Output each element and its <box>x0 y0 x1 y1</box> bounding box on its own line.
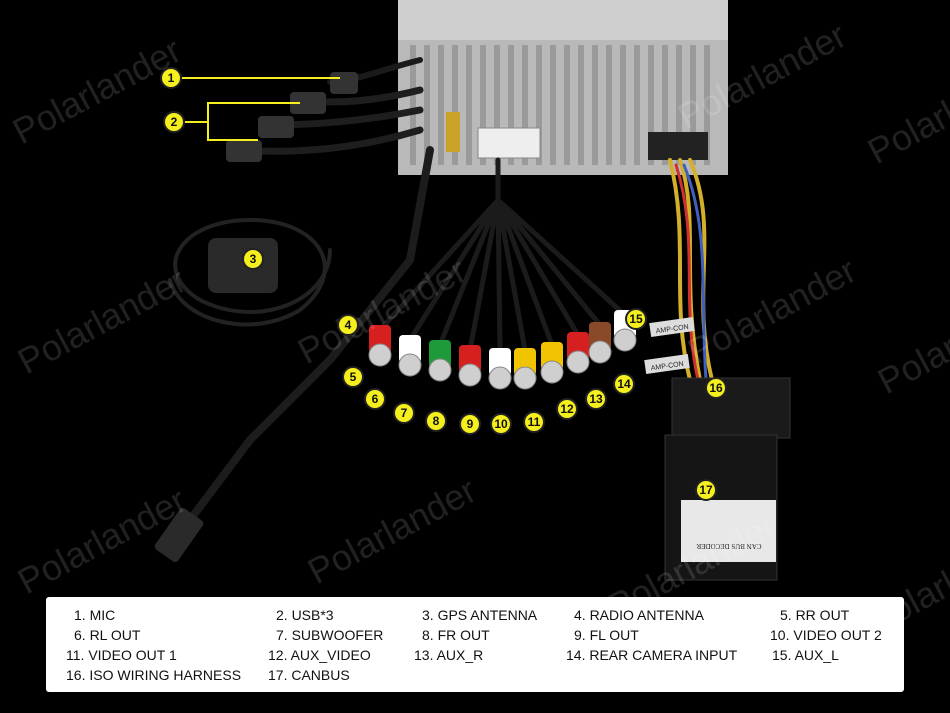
callout-11: 11 <box>523 411 545 433</box>
usb-plug-2 <box>258 116 294 138</box>
rca-plug <box>566 332 590 374</box>
legend-item-8: 8. FR OUT <box>422 627 490 643</box>
legend-item-12: 12. AUX_VIDEO <box>268 647 371 663</box>
callout-7: 7 <box>393 402 415 424</box>
iso-connector <box>671 377 791 439</box>
amp-con-tag-2: AMP-CON <box>644 354 690 374</box>
product-photo: CAN BUS DECODER AMP-CON AMP-CON <box>154 0 791 581</box>
decoder-label: CAN BUS DECODER <box>696 542 761 550</box>
rca-plug <box>540 342 564 384</box>
callout-5: 5 <box>342 366 364 388</box>
rca-plug <box>458 345 482 387</box>
callout-3: 3 <box>242 248 264 270</box>
head-unit-chassis <box>398 0 728 175</box>
legend-item-2: 2. USB*3 <box>276 607 334 623</box>
legend-item-16: 16. ISO WIRING HARNESS <box>66 667 242 683</box>
gps-antenna-puck <box>208 238 278 293</box>
callout-13: 13 <box>585 388 607 410</box>
rca-plug <box>613 310 637 352</box>
rca-connectors <box>368 310 637 390</box>
callout-17: 17 <box>695 479 717 501</box>
callout-15: 15 <box>625 308 647 330</box>
callout-4: 4 <box>337 314 359 336</box>
legend-item-17: 17. CANBUS <box>268 667 350 683</box>
callout-14: 14 <box>613 373 635 395</box>
legend-item-5: 5. RR OUT <box>780 607 850 623</box>
svg-text:AMP-CON: AMP-CON <box>650 361 684 373</box>
callout-12: 12 <box>556 398 578 420</box>
legend-item-10: 10. VIDEO OUT 2 <box>770 627 882 643</box>
legend-item-3: 3. GPS ANTENNA <box>422 607 538 623</box>
callout-9: 9 <box>459 413 481 435</box>
rca-plug <box>488 348 512 390</box>
legend-item-15: 15. AUX_L <box>772 647 839 663</box>
mic-plug <box>330 72 358 94</box>
rca-plug <box>428 340 452 382</box>
radio-antenna-plug <box>154 508 204 562</box>
rca-plug <box>588 322 612 364</box>
legend-item-4: 4. RADIO ANTENNA <box>574 607 704 623</box>
callout-8: 8 <box>425 410 447 432</box>
callout-10: 10 <box>490 413 512 435</box>
rca-plug <box>398 335 422 377</box>
callout-1: 1 <box>160 67 182 89</box>
usb-plug-1 <box>290 92 326 114</box>
decoder-sticker <box>681 500 776 562</box>
usb-plug-3 <box>226 140 262 162</box>
legend-item-11: 11. VIDEO OUT 1 <box>66 647 177 663</box>
legend-item-14: 14. REAR CAMERA INPUT <box>566 647 738 663</box>
legend-item-7: 7. SUBWOOFER <box>276 627 384 643</box>
legend-item-9: 9. FL OUT <box>574 627 639 643</box>
amp-con-tag-1: AMP-CON <box>649 317 695 337</box>
callout-16: 16 <box>705 377 727 399</box>
gps-coil <box>168 217 332 327</box>
rca-plug <box>513 348 537 390</box>
callout-2: 2 <box>163 111 185 133</box>
callout-6: 6 <box>364 388 386 410</box>
legend-item-6: 6. RL OUT <box>74 627 141 643</box>
legend-item-13: 13. AUX_R <box>414 647 484 663</box>
legend-item-1: 1. MIC <box>74 607 116 623</box>
legend-panel: 1. MIC 2. USB*3 3. GPS ANTENNA 4. RADIO … <box>46 597 904 692</box>
rca-wire-bundle <box>377 157 628 353</box>
svg-text:AMP-CON: AMP-CON <box>655 324 689 336</box>
callout-leaders <box>182 77 340 141</box>
rca-plug <box>368 325 392 367</box>
radio-antenna-cable <box>186 146 434 524</box>
